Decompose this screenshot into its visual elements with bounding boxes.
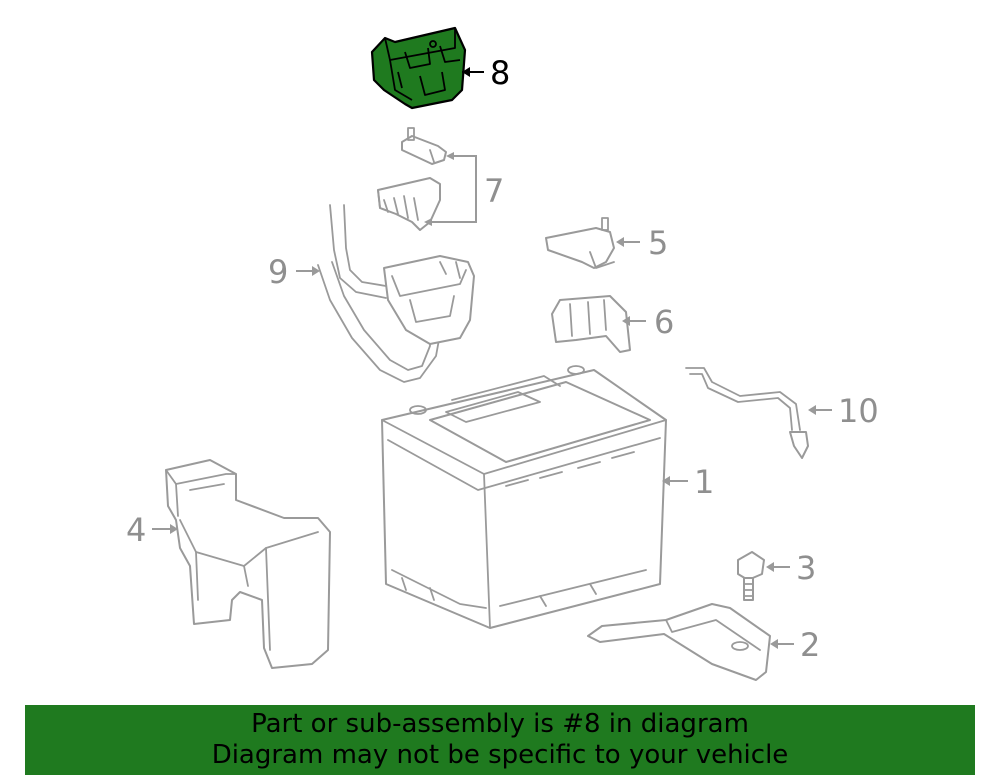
callout-10: 10 (808, 392, 879, 430)
part-4-tray[interactable] (165, 459, 331, 669)
callout-9: 9 (268, 253, 320, 291)
callout-label-9: 9 (268, 253, 288, 291)
part-7-lower-terminal[interactable] (377, 177, 441, 231)
callout-3: 3 (766, 549, 816, 587)
callout-label-3: 3 (796, 549, 816, 587)
callout-label-10: 10 (838, 392, 879, 430)
callout-label-1: 1 (694, 463, 714, 501)
callout-label-4: 4 (126, 511, 146, 549)
callout-label-2: 2 (800, 626, 820, 664)
callout-label-5: 5 (648, 224, 668, 262)
part-3-bolt[interactable] (737, 551, 765, 601)
part-1-battery[interactable] (381, 365, 667, 629)
callout-8: 8 (462, 54, 510, 92)
callout-6: 6 (622, 303, 674, 341)
part-5-clamp[interactable] (545, 217, 615, 269)
callout-5: 5 (616, 224, 668, 262)
info-banner: Part or sub-assembly is #8 in diagram Di… (25, 705, 975, 775)
banner-line-2: Diagram may not be specific to your vehi… (211, 740, 789, 770)
part-2-bracket[interactable] (587, 603, 771, 681)
callout-label-6: 6 (654, 303, 674, 341)
parts-diagram: 8 7 9 5 (126, 26, 879, 681)
callout-label-8: 8 (490, 54, 510, 92)
part-8-cover[interactable] (370, 26, 467, 110)
banner-line-1: Part or sub-assembly is #8 in diagram (251, 709, 749, 739)
callout-label-7: 7 (484, 172, 504, 210)
part-10-sensor-wire[interactable] (685, 367, 809, 459)
part-7-upper-terminal[interactable] (401, 127, 447, 165)
callout-2: 2 (770, 626, 820, 664)
part-9-cable[interactable] (317, 204, 475, 383)
part-6-terminal-cover[interactable] (551, 295, 631, 353)
callout-4: 4 (126, 511, 178, 549)
callout-1: 1 (662, 463, 714, 501)
callout-7: 7 (424, 152, 504, 226)
